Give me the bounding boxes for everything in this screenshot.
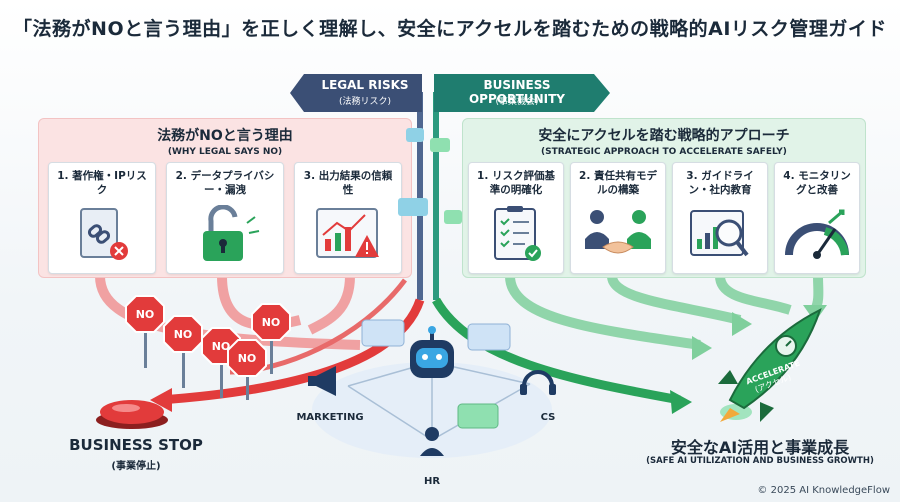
handshake-icon	[585, 210, 651, 254]
stop-sign-label: NO	[261, 316, 281, 329]
stop-signs-cluster	[125, 295, 291, 400]
rocket-icon	[718, 308, 822, 422]
hr-label: HR	[423, 476, 441, 487]
outcome-sublabel: (SAFE AI UTILIZATION AND BUSINESS GROWTH…	[646, 456, 874, 466]
card-label: 3. ガイドライン・社内教育	[686, 170, 754, 196]
strategy-card-shared-responsibility: 2. 責任共有モデルの構築	[570, 162, 666, 274]
legal-panel-title: 法務がNOと言う理由	[157, 128, 293, 144]
business-opportunity-sublabel: (事業機会)	[495, 97, 539, 107]
card-label: 1. 著作権・IPリスク	[57, 170, 147, 196]
card-label: 4. モニタリングと改善	[783, 170, 851, 196]
person-icon	[420, 427, 444, 456]
strategy-card-guidelines: 3. ガイドライン・社内教育	[672, 162, 768, 274]
stop-sign-icon	[227, 339, 267, 400]
legal-card-reliability: 3. 出力結果の信頼性	[294, 162, 402, 274]
card-label: 2. 責任共有モデルの構築	[579, 170, 657, 196]
gauge-icon	[785, 209, 849, 259]
legal-risks-label: LEGAL RISKS	[321, 78, 409, 92]
stop-sign-label: NO	[211, 340, 231, 353]
card-label: 2. データプライバシー・漏洩	[175, 170, 275, 196]
legal-card-privacy: 2. データプライバシー・漏洩	[166, 162, 284, 274]
business-stop-label: BUSINESS STOP	[69, 436, 203, 454]
warning-chart-icon	[316, 208, 379, 258]
strategy-card-monitoring: 4. モニタリングと改善	[774, 162, 860, 274]
stop-sign-icon	[125, 295, 165, 368]
stop-sign-label: NO	[237, 352, 257, 365]
copyright-notice: © 2025 AI KnowledgeFlow	[757, 485, 890, 496]
marketing-label: MARKETING	[296, 412, 364, 423]
cs-label: CS	[540, 412, 556, 423]
megaphone-icon	[308, 366, 336, 396]
stop-button-icon	[96, 400, 168, 429]
page-title: 「法務がNOと言う理由」を正しく理解し、安全にアクセルを踏むための戦略的AIリス…	[13, 18, 887, 40]
broken-chain-document-icon	[80, 208, 128, 260]
business-opportunity-tag	[434, 74, 610, 112]
legal-risks-sublabel: (法務リスク)	[338, 97, 392, 107]
business-stop-sublabel: (事業停止)	[111, 461, 161, 472]
legal-risks-tag	[290, 74, 422, 112]
headset-icon	[520, 370, 556, 395]
unlocked-padlock-icon	[203, 205, 260, 261]
ai-hub-network	[308, 319, 556, 458]
card-label: 3. 出力結果の信頼性	[303, 170, 393, 196]
legal-card-ip: 1. 著作権・IPリスク	[48, 162, 156, 274]
stop-sign-icon	[251, 303, 291, 374]
stop-sign-icon	[163, 315, 203, 388]
business-opportunity-label: BUSINESS OPPORTUNITY	[468, 78, 565, 106]
card-label: 1. リスク評価基準の明確化	[477, 170, 555, 196]
magnifier-chart-icon	[690, 210, 749, 257]
chat-bubbles-icon	[398, 128, 462, 224]
outcome-label: 安全なAI活用と事業成長	[670, 438, 850, 457]
strategy-card-risk-criteria: 1. リスク評価基準の明確化	[468, 162, 564, 274]
legal-panel-subtitle: (WHY LEGAL SAYS NO)	[167, 147, 283, 157]
checklist-clipboard-icon	[494, 206, 541, 261]
strategy-panel-subtitle: (STRATEGIC APPROACH TO ACCELERATE SAFELY…	[541, 147, 787, 157]
ai-robot-icon	[410, 326, 454, 378]
stop-sign-label: NO	[173, 328, 193, 341]
strategy-panel-title: 安全にアクセルを踏む戦略的アプローチ	[538, 128, 790, 144]
stop-sign-label: NO	[135, 308, 155, 321]
